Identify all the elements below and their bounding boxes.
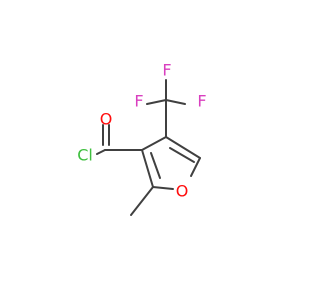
fluorine-left-label: F <box>134 92 143 111</box>
bond-c2-c3-double-inner <box>150 152 161 179</box>
atom-labels: Cl O O F F F <box>77 61 206 201</box>
bonds <box>96 79 201 216</box>
bond-carbonyl-chlorine <box>96 149 106 155</box>
ring-oxygen-label: O <box>176 182 189 201</box>
fluorine-right-label: F <box>197 92 206 111</box>
bond-c5-ring-oxygen <box>190 157 201 177</box>
bond-c2-c3-double-outer <box>141 149 154 188</box>
bond-cf3-f-left <box>146 99 167 105</box>
bond-cf3-f-right <box>165 99 186 105</box>
chlorine-atom-label: Cl <box>77 146 93 165</box>
bond-c4-c5-double-inner <box>169 147 195 163</box>
carbonyl-oxygen-label: O <box>100 110 113 129</box>
bond-ring-oxygen-c2 <box>152 186 174 190</box>
fluorine-top-label: F <box>162 61 171 80</box>
bond-c4-c5-double-outer <box>165 136 201 159</box>
bond-c3-c4 <box>141 136 167 151</box>
molecule-structure-diagram: Cl O O F F F <box>77 61 207 216</box>
bond-c2-methyl <box>130 186 154 216</box>
